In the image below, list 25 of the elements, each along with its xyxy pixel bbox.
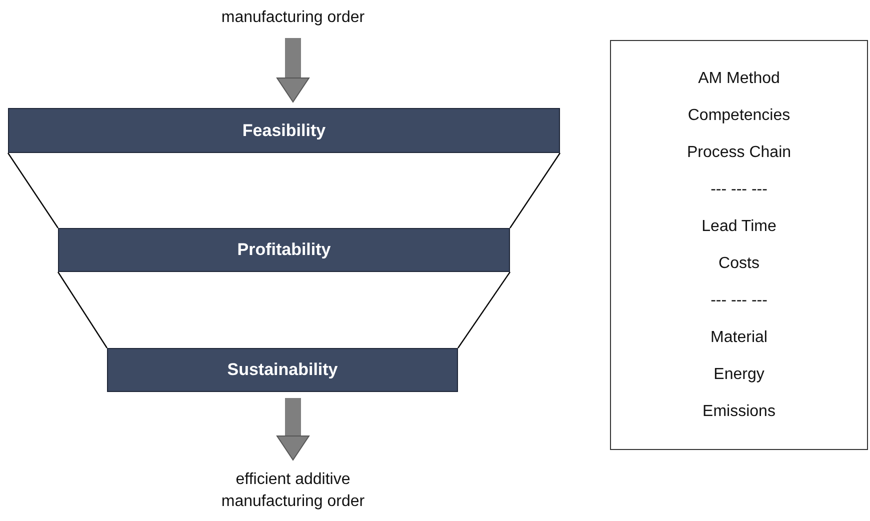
- criteria-item: Costs: [718, 254, 760, 274]
- criteria-item: Emissions: [702, 402, 776, 422]
- stage-bar: [8, 108, 560, 153]
- criteria-item: Competencies: [688, 106, 790, 126]
- block-arrow: [276, 38, 310, 102]
- criteria-item: Lead Time: [702, 216, 776, 236]
- block-arrow: [276, 398, 310, 460]
- criteria-panel: [610, 40, 868, 450]
- funnel-line: [458, 272, 510, 348]
- criteria-item: Energy: [714, 364, 764, 384]
- stage-label: Feasibility: [242, 120, 326, 142]
- criteria-item: --- --- ---: [710, 180, 768, 200]
- funnel-line: [8, 152, 58, 228]
- flow-label: manufacturing order: [220, 8, 366, 28]
- criteria-item: --- --- ---: [710, 290, 768, 310]
- funnel-line: [510, 152, 560, 228]
- stage-label: Profitability: [237, 239, 331, 262]
- stage-bar: [107, 348, 458, 392]
- stage-label: Sustainability: [227, 359, 338, 382]
- criteria-item: Material: [710, 328, 768, 348]
- funnel-line: [58, 272, 108, 348]
- criteria-item: AM Method: [698, 68, 780, 88]
- stage-bar: [58, 228, 510, 272]
- criteria-item: Process Chain: [686, 142, 792, 162]
- flow-label: efficient additive manufacturing order: [220, 470, 366, 512]
